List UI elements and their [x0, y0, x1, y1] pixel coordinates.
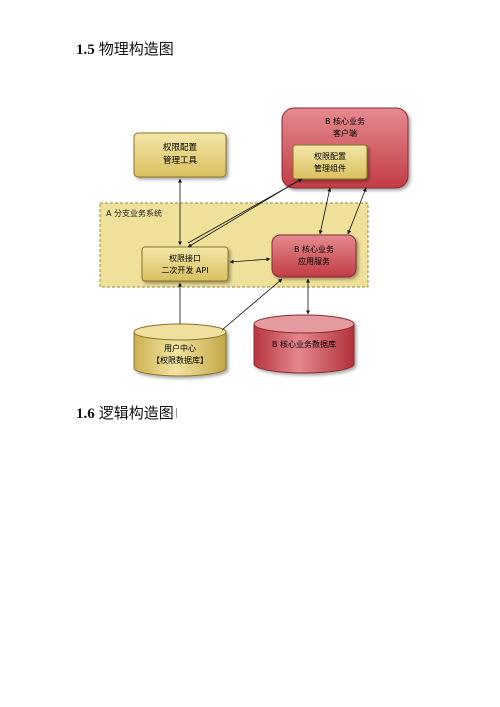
section-number: 1.6 — [76, 406, 95, 422]
tool-label-line1: 权限配置 — [163, 142, 198, 153]
core-service-box — [271, 234, 357, 278]
client-label-line2: 客户端 — [333, 128, 357, 138]
arrow-api-service — [229, 257, 271, 264]
text-cursor — [176, 408, 177, 418]
section-title: 逻辑构造图 — [98, 404, 174, 422]
core-business-database — [253, 314, 355, 374]
api-label-line2: 二次开发 API — [161, 265, 208, 275]
physical-structure-diagram: A 分支业务系统 权限配置 管理工具 B 核心业务 客户端 权限配置 管理组件 … — [99, 107, 409, 377]
arrow-usercenter-service — [221, 278, 283, 331]
tool-label-line2: 管理工具 — [163, 155, 198, 166]
usercenter-label-line1: 用户中心 — [164, 343, 196, 353]
section-number: 1.5 — [76, 42, 95, 58]
client-inner-label-line2: 管理组件 — [314, 163, 346, 173]
client-inner-label-line1: 权限配置 — [314, 151, 346, 161]
client-label-line1: B 核心业务 — [325, 116, 365, 126]
service-label-line1: B 核心业务 — [294, 244, 334, 254]
api-label-line1: 权限接口 — [169, 253, 201, 263]
connectors — [178, 178, 367, 331]
section-title: 物理构造图 — [98, 40, 174, 58]
arrow-client-service — [318, 187, 332, 235]
client-config-component-box — [292, 144, 368, 180]
permission-config-tool-box — [133, 132, 227, 178]
usercenter-label-line2: 【权限数据库】 — [152, 355, 208, 365]
arrow-client-edge-service — [347, 187, 367, 235]
branch-system-label: A 分支业务系统 — [106, 208, 162, 218]
permission-api-box — [141, 246, 229, 282]
arrow-client-api-2 — [187, 178, 303, 244]
service-label-line2: 应用服务 — [298, 256, 330, 266]
bdb-label: B 核心业务数据库 — [272, 339, 336, 349]
